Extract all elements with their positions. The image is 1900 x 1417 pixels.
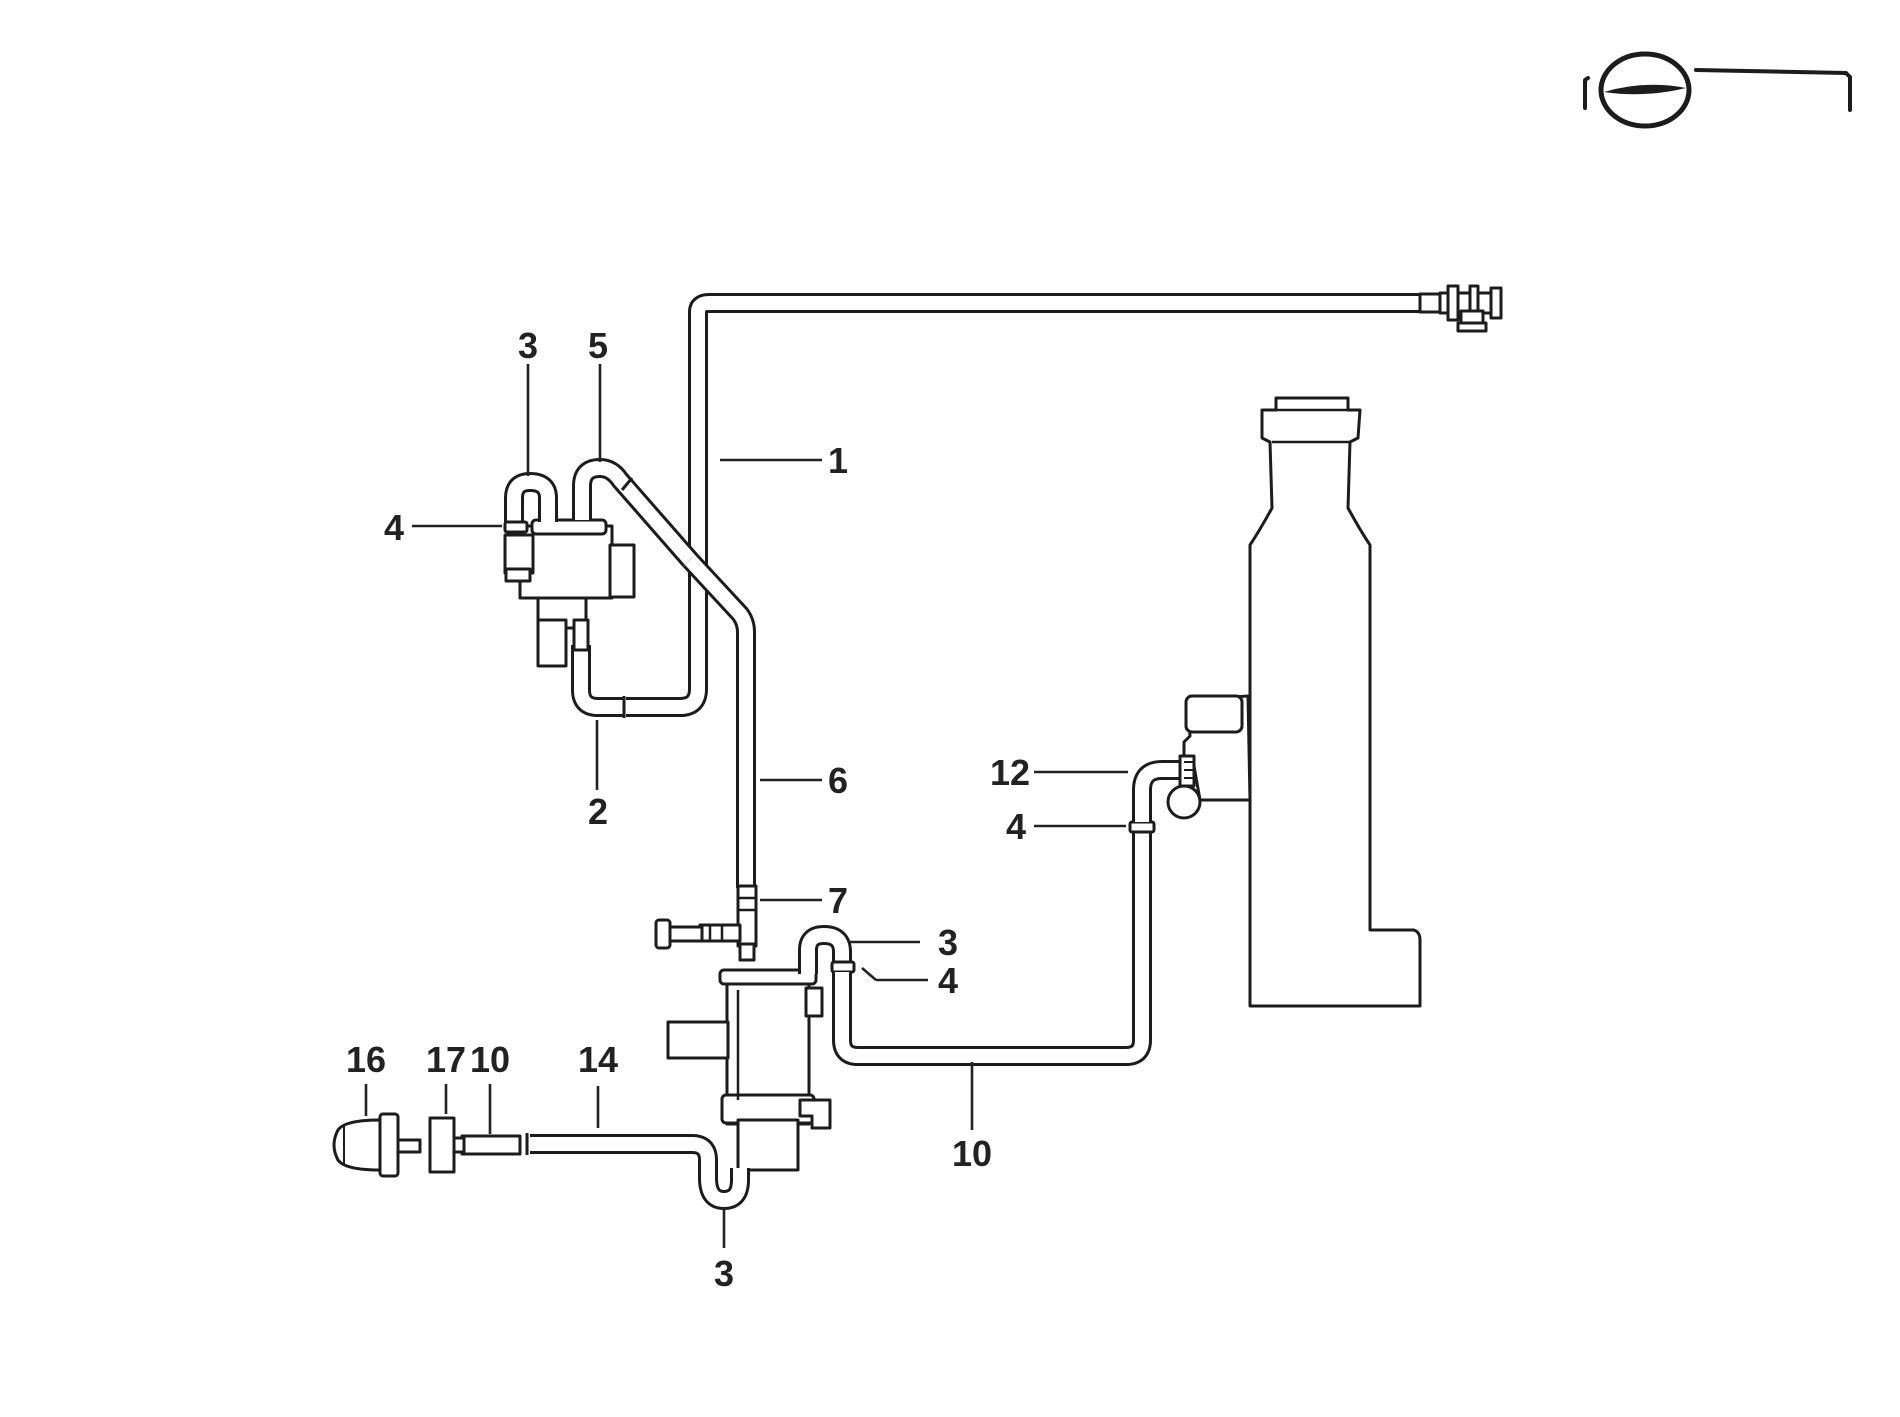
filter-17 bbox=[428, 1116, 466, 1174]
callout-10-left: 10 bbox=[470, 1039, 510, 1080]
callout-3-lower: 3 bbox=[714, 1253, 734, 1294]
callout-7: 7 bbox=[828, 880, 848, 921]
hose-3-lower bbox=[698, 1160, 750, 1211]
hose-14 bbox=[525, 1133, 718, 1161]
callout-17: 17 bbox=[426, 1039, 466, 1080]
upper-check-valve bbox=[503, 518, 636, 668]
clamp-4-upper bbox=[503, 520, 529, 534]
callout-4-upper: 4 bbox=[384, 507, 404, 548]
tee-connector-top bbox=[1418, 284, 1503, 333]
hose-3-middle bbox=[798, 924, 852, 974]
callout-10-bottom: 10 bbox=[952, 1133, 992, 1174]
strainer-16 bbox=[332, 1112, 422, 1178]
hose-10-short bbox=[460, 1134, 522, 1156]
hose-1 bbox=[626, 293, 1420, 717]
callout-6: 6 bbox=[828, 760, 848, 801]
washer-pump-lower bbox=[666, 968, 832, 1172]
clamp-4-middle bbox=[830, 960, 856, 974]
callout-14: 14 bbox=[578, 1039, 618, 1080]
callout-4-right: 4 bbox=[1006, 806, 1026, 847]
hose-3-upper bbox=[504, 471, 558, 526]
hose-5 bbox=[572, 458, 698, 567]
tee-connector-7 bbox=[654, 884, 758, 962]
leader-lines bbox=[364, 364, 1128, 1248]
callout-3-upper: 3 bbox=[518, 325, 538, 366]
clamp-4-right bbox=[1128, 820, 1156, 834]
vehicle-locator-icon bbox=[1583, 51, 1852, 129]
callout-1: 1 bbox=[828, 440, 848, 481]
hose-2 bbox=[571, 645, 626, 718]
hose-12 bbox=[1132, 760, 1184, 822]
callout-4-middle: 4 bbox=[938, 960, 958, 1001]
hose-10 bbox=[832, 828, 1152, 1066]
hose-6 bbox=[682, 553, 756, 888]
washer-reservoir bbox=[1166, 396, 1422, 1008]
callout-3-middle: 3 bbox=[938, 922, 958, 963]
callout-2: 2 bbox=[588, 791, 608, 832]
callout-5: 5 bbox=[588, 325, 608, 366]
callout-12: 12 bbox=[990, 752, 1030, 793]
callout-16: 16 bbox=[346, 1039, 386, 1080]
callouts: 3 5 4 1 2 6 7 3 4 12 4 10 14 17 10 16 3 bbox=[346, 325, 1030, 1294]
